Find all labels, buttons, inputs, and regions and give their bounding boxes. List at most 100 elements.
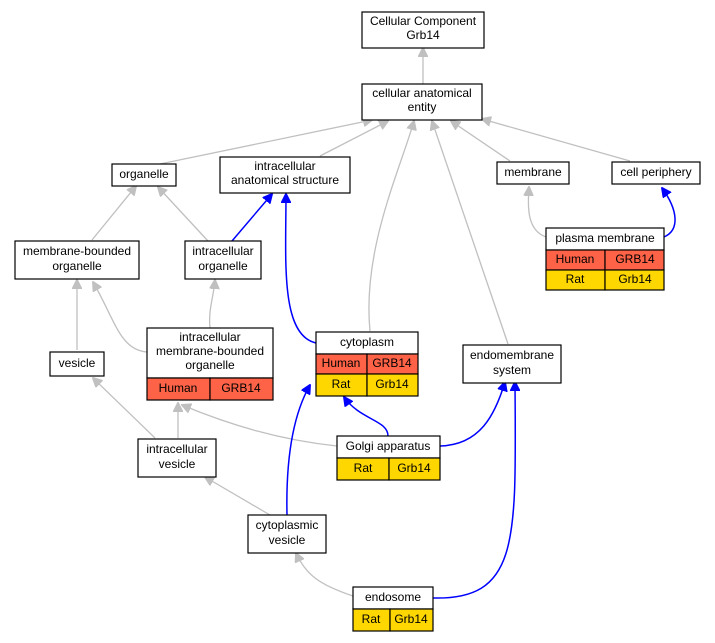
node-label: plasma membrane bbox=[555, 231, 655, 245]
node-box bbox=[361, 83, 483, 121]
node-label: Grb14 bbox=[397, 461, 431, 475]
node-label: membrane-bounded bbox=[23, 244, 131, 258]
node-box bbox=[14, 240, 140, 280]
node-label: Human bbox=[159, 381, 198, 395]
edge-pm-cellperiphery bbox=[662, 188, 676, 238]
node-label: entity bbox=[408, 100, 437, 114]
node-golgi-apparatus[interactable]: Golgi apparatus Rat Grb14 bbox=[336, 435, 441, 481]
node-label: Golgi apparatus bbox=[346, 439, 431, 453]
node-intracellular-vesicle[interactable]: intracellular vesicle bbox=[137, 438, 217, 478]
edge-membrane-cae bbox=[451, 121, 511, 162]
node-label: organelle bbox=[185, 358, 235, 372]
node-cell-periphery[interactable]: cell periphery bbox=[611, 161, 701, 185]
node-label: Grb14 bbox=[406, 28, 440, 42]
edge-pm-membrane bbox=[528, 187, 547, 238]
node-label: GRB14 bbox=[615, 252, 655, 266]
node-label: endosome bbox=[365, 590, 421, 604]
annotation-cell bbox=[388, 457, 441, 481]
node-label: organelle bbox=[119, 167, 169, 181]
node-box bbox=[111, 163, 177, 187]
node-label: GRB14 bbox=[372, 356, 412, 370]
node-label: Human bbox=[322, 356, 361, 370]
edge-cytoplasm-ias bbox=[286, 194, 317, 344]
node-label: Grb14 bbox=[375, 377, 409, 391]
node-label: organelle bbox=[198, 259, 248, 273]
node-box bbox=[219, 156, 351, 194]
edge-ias-cae bbox=[319, 121, 388, 157]
node-label: intracellular bbox=[146, 442, 207, 456]
node-label: vesicle bbox=[159, 457, 196, 471]
node-label: Grb14 bbox=[618, 272, 652, 286]
node-label: system bbox=[493, 363, 531, 377]
node-cellular-anatomical-entity[interactable]: cellular anatomical entity bbox=[361, 83, 483, 121]
node-box bbox=[361, 11, 485, 49]
node-intracellular-anatomical-structure[interactable]: intracellular anatomical structure bbox=[219, 156, 351, 194]
edges bbox=[77, 48, 676, 599]
edge-cellperiphery-cae bbox=[482, 119, 631, 162]
node-label: endomembrane bbox=[470, 348, 554, 362]
edge-golgi-es bbox=[439, 382, 505, 447]
node-box bbox=[49, 351, 105, 377]
edge-golgi-imbo bbox=[182, 405, 338, 447]
node-box bbox=[146, 327, 274, 379]
node-intracellular-organelle[interactable]: intracellular organelle bbox=[184, 240, 262, 280]
annotation-cell bbox=[209, 377, 274, 401]
edge-io-organelle bbox=[158, 187, 209, 242]
node-label: vesicle bbox=[269, 533, 306, 547]
node-plasma-membrane[interactable]: plasma membrane Human GRB14 Rat Grb14 bbox=[545, 227, 665, 291]
node-label: cellular anatomical bbox=[372, 86, 471, 100]
edge-es-cae bbox=[432, 121, 509, 345]
node-label: cell periphery bbox=[620, 165, 691, 179]
edge-iv-vesicle bbox=[93, 378, 156, 439]
node-box bbox=[611, 161, 701, 185]
edge-golgi-cytoplasm bbox=[344, 397, 389, 437]
edge-imbo-mbo bbox=[93, 282, 148, 353]
edge-imbo-io bbox=[208, 280, 215, 329]
node-cytoplasmic-vesicle[interactable]: cytoplasmic vesicle bbox=[247, 514, 327, 554]
node-label: intracellular bbox=[179, 330, 240, 344]
node-organelle[interactable]: organelle bbox=[111, 163, 177, 187]
node-cytoplasm[interactable]: cytoplasm Human GRB14 Rat Grb14 bbox=[315, 331, 419, 397]
node-label: Human bbox=[556, 252, 595, 266]
edge-cytoplasm-cae bbox=[368, 121, 414, 332]
node-membrane-bounded-organelle[interactable]: membrane-bounded organelle bbox=[14, 240, 140, 280]
node-box bbox=[462, 344, 562, 384]
node-box bbox=[137, 438, 217, 478]
node-box bbox=[247, 514, 327, 554]
node-cellular-component-grb14[interactable]: Cellular Component Grb14 bbox=[361, 11, 485, 49]
node-label: Rat bbox=[566, 272, 585, 286]
annotation-cell bbox=[604, 269, 665, 291]
edge-endosome-cv bbox=[296, 553, 354, 597]
edge-organelle-cae bbox=[159, 120, 372, 165]
node-box bbox=[184, 240, 262, 280]
edge-endosome-es bbox=[432, 382, 515, 599]
node-endomembrane-system[interactable]: endomembrane system bbox=[462, 344, 562, 384]
node-label: vesicle bbox=[59, 356, 96, 370]
edge-cv-cytoplasm bbox=[286, 385, 310, 516]
node-endosome[interactable]: endosome Rat Grb14 bbox=[352, 586, 434, 632]
node-label: Rat bbox=[362, 612, 381, 626]
node-label: anatomical structure bbox=[231, 173, 339, 187]
node-membrane[interactable]: membrane bbox=[496, 161, 570, 185]
node-label: GRB14 bbox=[221, 381, 261, 395]
node-label: Rat bbox=[332, 377, 351, 391]
node-label: Cellular Component bbox=[370, 14, 477, 28]
node-label: intracellular bbox=[254, 159, 315, 173]
annotation-cell bbox=[366, 373, 419, 397]
node-label: membrane-bounded bbox=[156, 344, 264, 358]
edge-io-ias bbox=[231, 194, 272, 242]
edge-mbo-organelle bbox=[91, 186, 136, 241]
node-label: membrane bbox=[504, 165, 562, 179]
node-vesicle[interactable]: vesicle bbox=[49, 351, 105, 377]
node-label: cytoplasm bbox=[340, 335, 394, 349]
node-intracellular-membrane-bounded-organelle[interactable]: intracellular membrane-bounded organelle… bbox=[146, 327, 274, 401]
annotation-cell bbox=[389, 608, 434, 632]
node-label: organelle bbox=[52, 259, 102, 273]
node-box bbox=[496, 161, 570, 185]
node-label: Rat bbox=[354, 461, 373, 475]
node-label: Grb14 bbox=[394, 612, 428, 626]
node-label: cytoplasmic bbox=[256, 518, 319, 532]
node-label: intracellular bbox=[192, 244, 253, 258]
edge-cv-iv bbox=[205, 477, 271, 516]
